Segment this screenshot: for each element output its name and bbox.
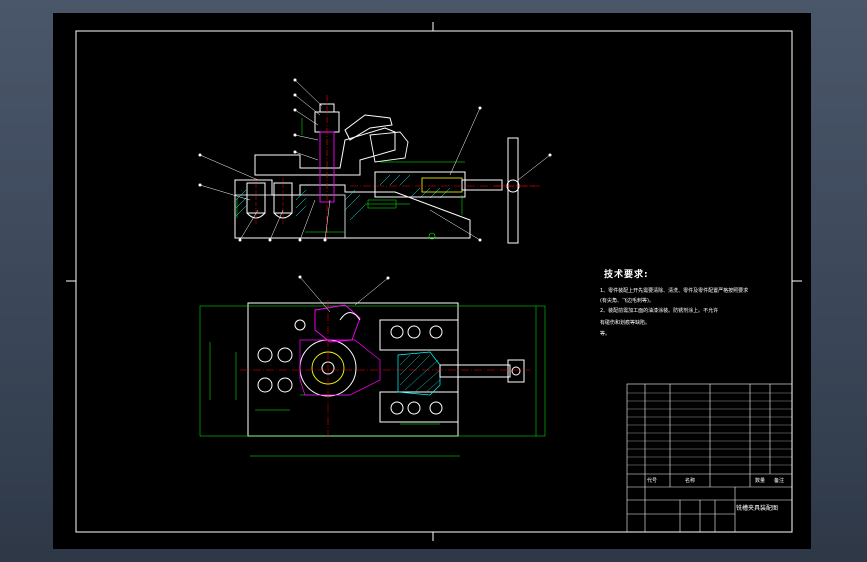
tech-requirement-line: 等。 xyxy=(600,331,611,337)
top-view xyxy=(199,276,546,457)
drawing-name: 铣槽夹具装配图 xyxy=(736,505,779,512)
tech-requirement-line: (有尖角、飞边毛刺等)。 xyxy=(600,298,654,304)
title-block-label: 备注 xyxy=(774,478,785,484)
title-block-label: 名称 xyxy=(685,478,696,484)
tech-requirements-title: 技术要求: xyxy=(604,270,649,280)
tech-requirement-line: 有碰伤和划痕等缺陷。 xyxy=(600,320,651,326)
title-block-label: 数量 xyxy=(755,478,766,484)
title-block xyxy=(626,383,793,533)
tech-requirement-line: 1、零件装配上开先需要清除、清洗、零件及零件配置严格按照要求 xyxy=(600,288,749,294)
front-view xyxy=(199,79,551,244)
title-block-label: 代号 xyxy=(647,478,658,484)
leader-bubble-icon xyxy=(198,78,552,280)
drawing-sheet xyxy=(53,13,811,549)
centerline-cross-icon xyxy=(428,232,436,240)
tech-requirement-line: 2、装配前需加工面的油漆涂装。防锈剂涂上。不允许 xyxy=(600,308,719,314)
handle-knob-icon xyxy=(511,366,521,376)
title-block-rows xyxy=(627,392,792,466)
